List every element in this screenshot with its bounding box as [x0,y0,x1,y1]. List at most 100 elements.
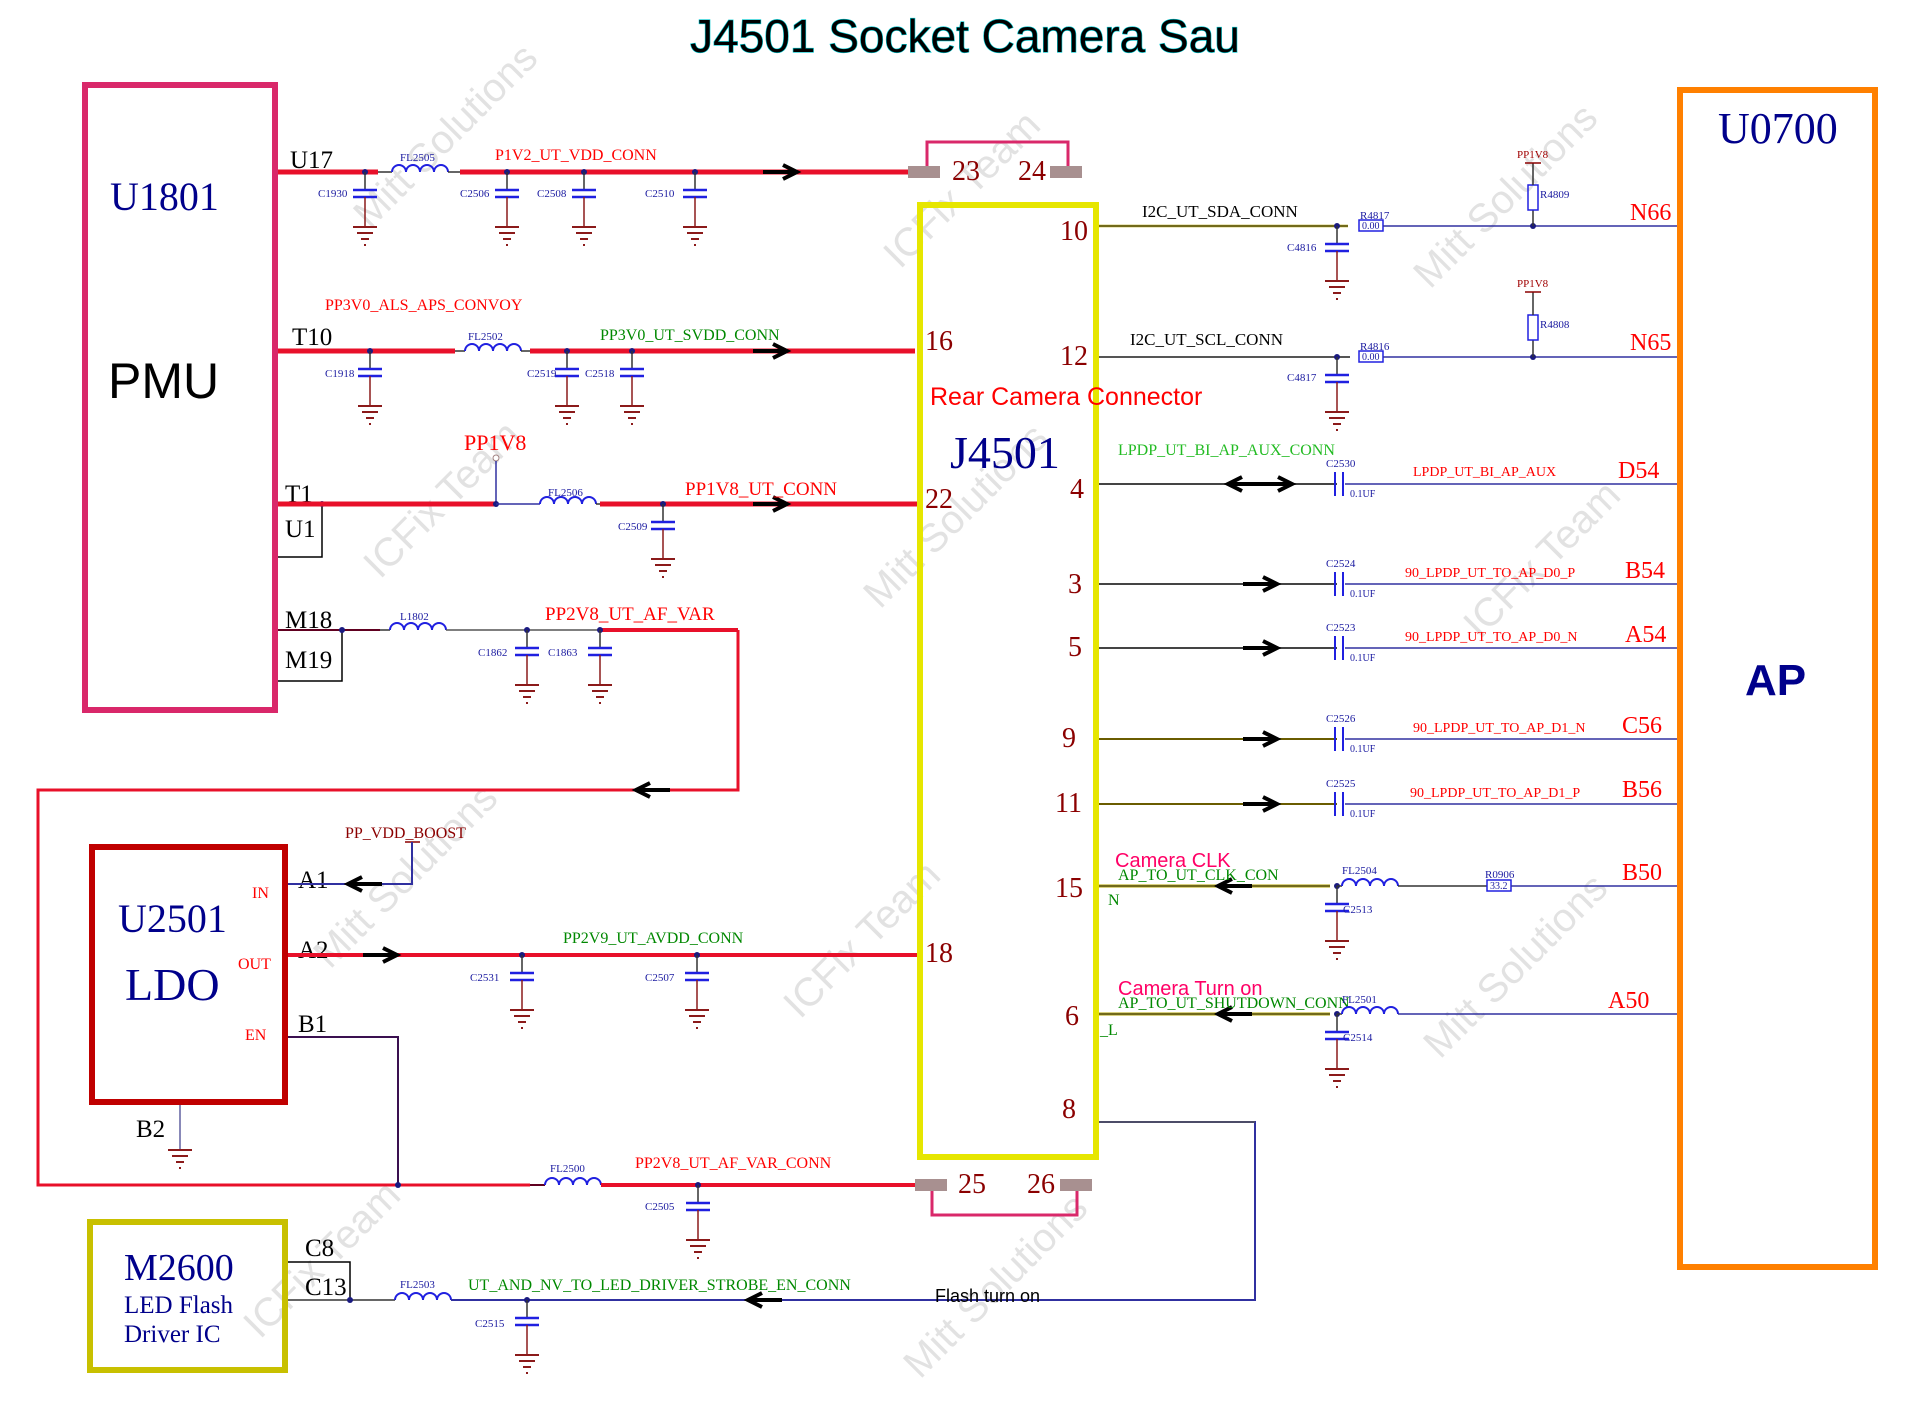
connector-box [917,202,1099,1160]
net-pp2v8-af-conn: FL2500 PP2V8_UT_AF_VAR_CONN C2505 25 26 [530,1155,1092,1258]
pin-10: 10 [1060,216,1088,247]
connector-ref: J4501 [950,427,1060,478]
net-pp1v8: T1 U1 PP1V8 FL2506 PP1V8_UT_CONN C2509 2… [278,430,953,577]
net-label-aux: LPDP_UT_BI_AP_AUX [1413,465,1556,480]
label-fl2501: FL2501 [1342,994,1377,1006]
pin-c8: C8 [305,1235,334,1262]
label-fl2504: FL2504 [1342,865,1377,877]
label-r4808: R4808 [1540,319,1570,331]
pin-c13: C13 [305,1274,347,1301]
net-pp2v8-af: M18 M19 L1802 PP2V8_UT_AF_VAR C1862 C186… [36,604,740,1187]
net-label-p1v2: P1V2_UT_VDD_CONN [495,147,657,164]
ap-block[interactable]: U0700 AP [1677,87,1878,1270]
label-c2518: C2518 [585,368,615,380]
led-line2: Driver IC [124,1321,221,1348]
pad-25 [915,1179,947,1191]
label-c2509: C2509 [618,521,648,533]
pin-b2: B2 [136,1116,165,1143]
net-pp-vdd-boost: A1 PP_VDD_BOOST [288,825,466,894]
net-label-d0n: 90_LPDP_UT_TO_AP_D0_N [1405,630,1577,645]
watermark: ICFix Team [1455,473,1629,647]
label-c2523: C2523 [1326,622,1356,634]
net-label-sda: I2C_UT_SDA_CONN [1142,202,1298,221]
label-pp1v8-pullup-sda: PP1V8 [1517,149,1549,161]
net-label-pp-vdd-boost: PP_VDD_BOOST [345,825,466,842]
net-label-pp1v8-conn: PP1V8_UT_CONN [685,479,837,500]
pin-24: 24 [1018,156,1046,187]
net-label-clk-a: AP_TO_UT_CLK_CON [1118,867,1279,884]
watermark: Mitt Solutions [1415,865,1616,1066]
connector-description: Rear Camera Connector [930,383,1202,411]
led-ref: M2600 [124,1247,234,1289]
ap-pin-d54: D54 [1618,458,1659,484]
net-label-pp2v8-af-conn: PP2V8_UT_AF_VAR_CONN [635,1155,832,1172]
ldo-ref: U2501 [118,896,227,941]
value-c2525: 0.1UF [1350,809,1376,820]
label-c2513: C2513 [1343,904,1373,916]
ldo-name: LDO [125,959,220,1010]
net-label-pp3v0-als: PP3V0_ALS_APS_CONVOY [325,297,523,314]
ldo-block[interactable]: U2501 LDO IN OUT EN [89,844,288,1105]
net-ldo-en: B1 B2 [136,1011,401,1188]
value-c2523: 0.1UF [1350,653,1376,664]
led-line1: LED Flash [124,1292,234,1319]
label-c1918: C1918 [325,368,355,380]
pad-26 [1060,1179,1092,1191]
ldo-pin-in: IN [252,885,269,902]
net-label-pp1v8: PP1V8 [464,430,526,455]
net-label-pp2v8-af: PP2V8_UT_AF_VAR [545,604,715,625]
net-label-clk-b: N [1108,892,1120,909]
label-c2505: C2505 [645,1201,675,1213]
led-driver-block[interactable]: M2600 LED Flash Driver IC [87,1219,288,1373]
label-c2510: C2510 [645,188,675,200]
pad-23 [908,166,940,178]
connector-block[interactable]: Rear Camera Connector J4501 [917,202,1202,1160]
ap-pin-n66: N66 [1630,200,1671,226]
pin-18: 18 [925,938,953,969]
value-r4816: 0.00 [1362,352,1380,363]
pin-26: 26 [1027,1169,1055,1200]
ap-pin-b50: B50 [1622,860,1662,886]
label-fl2505: FL2505 [400,152,435,164]
label-c2530: C2530 [1326,458,1356,470]
value-c2530: 0.1UF [1350,489,1376,500]
ap-pin-n65: N65 [1630,330,1671,356]
annotation-flash-turn-on: Flash turn on [935,1286,1040,1306]
pad-24 [1050,166,1082,178]
pin-6: 6 [1065,1001,1079,1032]
watermark: Mitt Solutions [345,35,546,236]
pin-23: 23 [952,156,980,187]
label-fl2503: FL2503 [400,1279,435,1291]
net-d1n: 9 C2526 0.1UF 90_LPDP_UT_TO_AP_D1_N C56 [1062,713,1677,755]
net-label-strobe: UT_AND_NV_TO_LED_DRIVER_STROBE_EN_CONN [468,1277,851,1294]
ap-pin-a50: A50 [1608,988,1649,1014]
net-label-d0p: 90_LPDP_UT_TO_AP_D0_P [1405,566,1575,581]
ap-pin-a54: A54 [1625,622,1666,648]
label-c1930: C1930 [318,188,348,200]
net-d0p: 3 C2524 0.1UF 90_LPDP_UT_TO_AP_D0_P B54 [1068,558,1677,600]
watermark: Mitt Solutions [1405,95,1606,296]
pmu-box [82,82,278,713]
net-d0n: 5 C2523 0.1UF 90_LPDP_UT_TO_AP_D0_N A54 [1068,622,1677,664]
net-label-shd-b: _L [1099,1022,1118,1039]
net-label-d1n: 90_LPDP_UT_TO_AP_D1_N [1413,721,1585,736]
label-c2508: C2508 [537,188,567,200]
ldo-box [89,844,288,1105]
net-label-d1p: 90_LPDP_UT_TO_AP_D1_P [1410,786,1580,801]
watermark: Mitt Solutions [305,775,506,976]
pin-9: 9 [1062,723,1076,754]
pin-u1: U1 [285,516,316,543]
pin-25: 25 [958,1169,986,1200]
label-c2526: C2526 [1326,713,1356,725]
value-c2526: 0.1UF [1350,744,1376,755]
pmu-block[interactable]: U1801 PMU [82,82,278,713]
net-aux: 4 LPDP_UT_BI_AP_AUX_CONN C2530 0.1UF LPD… [1070,442,1677,505]
label-c1863: C1863 [548,647,578,659]
pin-16: 16 [925,326,953,357]
net-pp2v9: A2 PP2V9_UT_AVDD_CONN C2531 C2507 18 [288,930,953,1028]
label-fl2500: FL2500 [550,1163,585,1175]
label-c4817: C4817 [1287,372,1317,384]
net-p1v2: U17 FL2505 P1V2_UT_VDD_CONN C1930 C2506 … [278,147,930,245]
page-title: J4501 Socket Camera Sau [690,10,1240,62]
